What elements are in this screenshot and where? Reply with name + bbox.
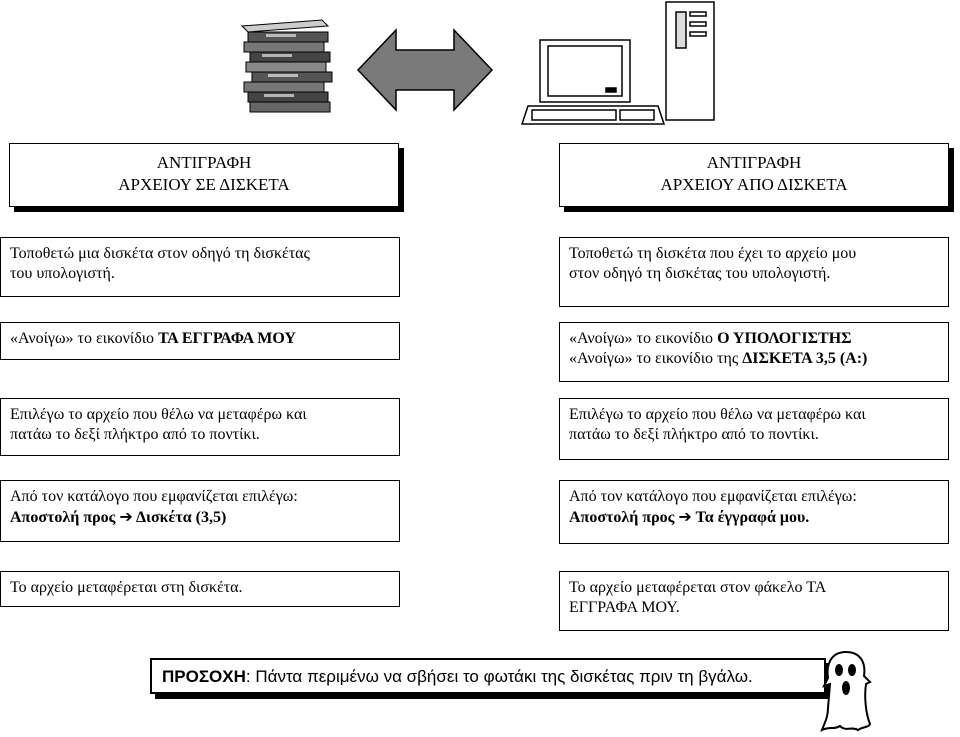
left-step5-box: Το αρχείο μεταφέρεται στη δισκέτα. xyxy=(0,571,400,607)
left-step3-line2: πατάω το δεξί πλήκτρο από το ποντίκι. xyxy=(10,426,260,443)
ghost-icon xyxy=(820,650,872,732)
left-step1-line2: του υπολογιστή. xyxy=(10,265,115,282)
arrow-right-icon: ➔ xyxy=(119,507,133,526)
right-title-line2: ΑΡΧΕΙΟΥ ΑΠΟ ΔΙΣΚΕΤΑ xyxy=(660,175,848,194)
right-step4-box: Από τον κατάλογο που εμφανίζεται επιλέγω… xyxy=(559,480,949,544)
right-step5-line2: ΕΓΓΡΑΦΑ ΜΟΥ. xyxy=(569,599,680,616)
right-step2a-bold: Ο ΥΠΟΛΟΓΙΣΤΗΣ xyxy=(717,330,852,347)
left-step2-box: «Ανοίγω» το εικονίδιο ΤΑ ΕΓΓΡΑΦΑ ΜΟΥ xyxy=(0,322,400,360)
right-step4-bold-b: Τα έγγραφά μου. xyxy=(691,509,810,526)
right-step4-line1: Από τον κατάλογο που εμφανίζεται επιλέγω… xyxy=(569,488,857,505)
right-step4-bold-a: Αποστολή προς xyxy=(569,509,679,526)
right-step5-line1: Το αρχείο μεταφέρεται στον φάκελο ΤΑ xyxy=(569,579,827,596)
right-title-line1: ΑΝΤΙΓΡΑΦΗ xyxy=(706,153,802,172)
left-step4-box: Από τον κατάλογο που εμφανίζεται επιλέγω… xyxy=(0,480,400,542)
right-step1-line2: στον οδηγό τη δισκέτας του υπολογιστή. xyxy=(569,265,831,282)
right-step3-box: Επιλέγω το αρχείο που θέλω να μεταφέρω κ… xyxy=(559,398,949,460)
right-step2a-text: «Ανοίγω» το εικονίδιο xyxy=(569,330,718,347)
left-title-box: ΑΝΤΙΓΡΑΦΗ ΑΡΧΕΙΟΥ ΣΕ ΔΙΣΚΕΤΑ xyxy=(9,143,399,207)
left-step4-line1: Από τον κατάλογο που εμφανίζεται επιλέγω… xyxy=(10,488,298,505)
right-step3-line2: πατάω το δεξί πλήκτρο από το ποντίκι. xyxy=(569,426,819,443)
left-step3-box: Επιλέγω το αρχείο που θέλω να μεταφέρω κ… xyxy=(0,398,400,456)
left-step4-bold-a: Αποστολή προς xyxy=(10,509,120,526)
right-step2b-bold: ΔΙΣΚΕΤΑ 3,5 (Α:) xyxy=(742,350,868,367)
right-title-box: ΑΝΤΙΓΡΑΦΗ ΑΡΧΕΙΟΥ ΑΠΟ ΔΙΣΚΕΤΑ xyxy=(559,143,949,207)
right-step2b-text: «Ανοίγω» το εικονίδιο της xyxy=(569,350,743,367)
right-step2-box: «Ανοίγω» το εικονίδιο Ο ΥΠΟΛΟΓΙΣΤΗΣ «Ανο… xyxy=(559,322,949,382)
right-step3-line1: Επιλέγω το αρχείο που θέλω να μεταφέρω κ… xyxy=(569,406,866,423)
right-step5-box: Το αρχείο μεταφέρεται στον φάκελο ΤΑ ΕΓΓ… xyxy=(559,571,949,631)
left-step2-text: «Ανοίγω» το εικονίδιο xyxy=(10,330,159,347)
left-step1-line1: Τοποθετώ μια δισκέτα στον οδηγό τη δισκέ… xyxy=(10,245,310,262)
double-arrow-icon xyxy=(356,28,494,112)
left-title-line1: ΑΝΤΙΓΡΑΦΗ xyxy=(156,153,252,172)
computer-icon xyxy=(520,1,715,125)
left-step3-line1: Επιλέγω το αρχείο που θέλω να μεταφέρω κ… xyxy=(10,406,307,423)
warning-box: ΠΡΟΣΟΧΗ: Πάντα περιμένω να σβήσει το φωτ… xyxy=(150,658,826,694)
left-step2-bold: ΤΑ ΕΓΓΡΑΦΑ ΜΟΥ xyxy=(158,330,296,347)
left-step1-box: Τοποθετώ μια δισκέτα στον οδηγό τη δισκέ… xyxy=(0,237,400,297)
left-step5-text: Το αρχείο μεταφέρεται στη δισκέτα. xyxy=(10,579,243,596)
warning-label: ΠΡΟΣΟΧΗ xyxy=(162,667,246,686)
right-step1-box: Τοποθετώ τη δισκέτα που έχει το αρχείο μ… xyxy=(559,237,949,307)
arrow-right-icon: ➔ xyxy=(678,507,692,526)
right-step1-line1: Τοποθετώ τη δισκέτα που έχει το αρχείο μ… xyxy=(569,245,857,262)
warning-text: : Πάντα περιμένω να σβήσει το φωτάκι της… xyxy=(245,667,753,686)
left-step4-bold-b: Δισκέτα (3,5) xyxy=(132,509,227,526)
left-title-line2: ΑΡΧΕΙΟΥ ΣΕ ΔΙΣΚΕΤΑ xyxy=(118,175,290,194)
floppy-stack-icon xyxy=(240,19,333,113)
